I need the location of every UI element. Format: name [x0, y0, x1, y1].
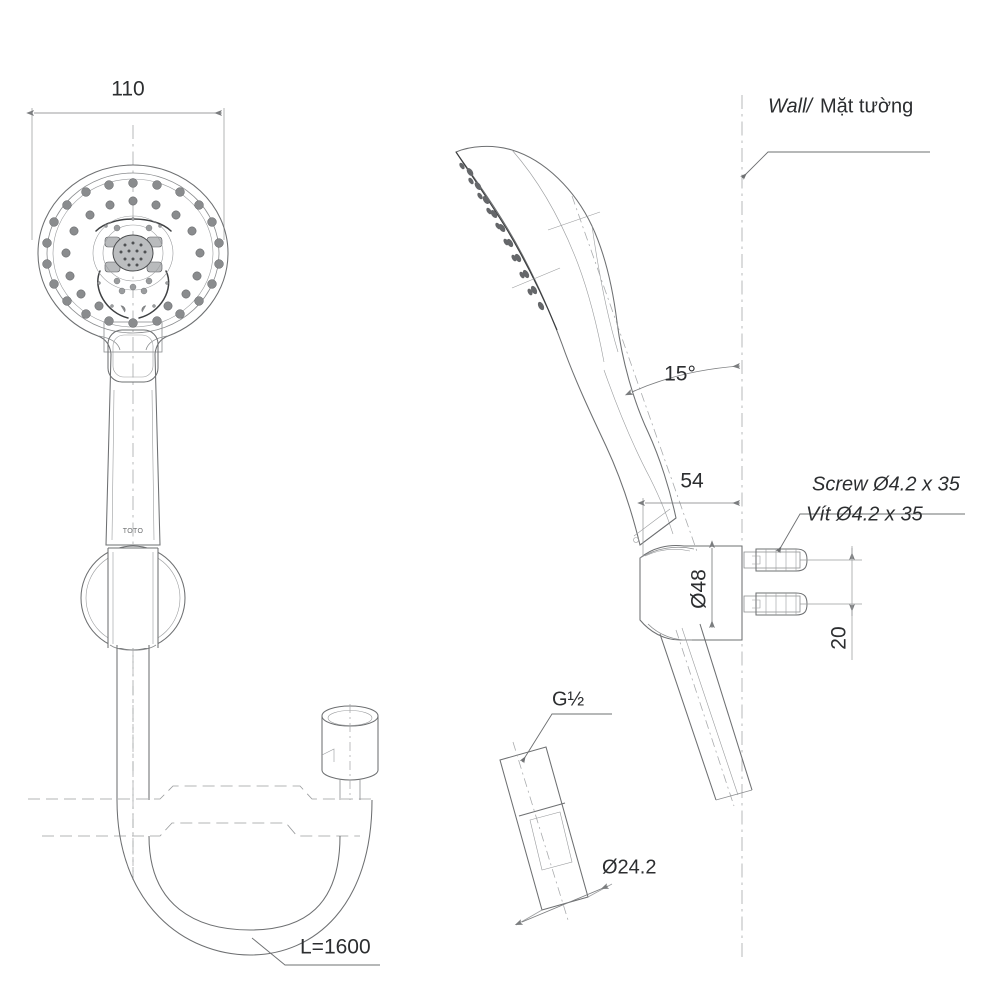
- connector-inner-recess: [529, 811, 573, 871]
- front-view-handset: TOTO: [37, 164, 229, 546]
- front-view-bracket-ring: [80, 545, 186, 651]
- side-handset-outline: [455, 145, 677, 546]
- dimension-label-54: 54: [680, 470, 704, 493]
- dimension-label-d48: Ø48: [688, 569, 711, 609]
- dimension-spacing-20: 20: [828, 546, 855, 660]
- side-hose-left-edge: [659, 633, 717, 801]
- dimension-label-d24-2: Ø24.2: [602, 856, 656, 878]
- hose-loop-inner: [148, 835, 341, 931]
- side-hose-right-edge: [699, 623, 753, 791]
- hose-length-label: L=1600: [300, 936, 371, 959]
- button-recess-frame: [103, 321, 163, 353]
- dimension-label-15deg: 15°: [664, 363, 696, 386]
- dimension-offset-54: 54: [637, 470, 740, 556]
- handset-neck: [98, 335, 168, 351]
- front-view-hose: [116, 645, 150, 880]
- spray-face-edge-top: [455, 151, 507, 229]
- side-view-wall-bracket: [639, 545, 743, 641]
- screw-label-vi: Vít Ø4.2 x 35: [806, 503, 924, 525]
- bracket-cradle-top: [639, 546, 695, 559]
- side-nozzle-texture: [459, 162, 545, 311]
- hose-loop-outer: [116, 799, 373, 956]
- side-head-inner-contour: [511, 149, 605, 363]
- dimension-diameter-48: Ø48: [688, 540, 715, 628]
- side-handle-end: [639, 517, 677, 546]
- mode-button-outer: [107, 329, 159, 383]
- connector-nut-split: [518, 802, 566, 817]
- screw-callout: Screw Ø4.2 x 35 Vít Ø4.2 x 35: [775, 473, 965, 554]
- hose-length-callout: L=1600: [251, 936, 380, 966]
- dimension-label-20: 20: [828, 626, 851, 649]
- brand-logo-text: TOTO: [123, 528, 144, 535]
- connector-detail-view: G½ Ø24.2: [499, 688, 656, 926]
- connector-body: [499, 746, 589, 911]
- spray-face-edge-mid: [505, 227, 558, 331]
- spray-face-rim: [46, 172, 220, 334]
- dimension-width-110: 110: [26, 78, 225, 240]
- handset-outline: [37, 164, 229, 546]
- nozzle-ring-outer: [42, 178, 224, 328]
- thread-label: G½: [552, 688, 585, 710]
- side-handle-end-inner: [633, 508, 671, 537]
- side-hose-cut: [715, 789, 753, 801]
- nozzle-ring-middle: [61, 196, 205, 315]
- screw-anchor-lower: [743, 592, 862, 616]
- side-view-handset: [455, 145, 701, 561]
- bracket-cradle-top-inner: [644, 549, 691, 557]
- center-nozzle-cluster: [112, 234, 154, 272]
- wall-screw-anchors: [743, 548, 862, 616]
- front-view-hose-loop: [116, 799, 373, 956]
- screw-label-en: Screw Ø4.2 x 35: [812, 473, 961, 495]
- wall-callout: Wall/ Mặt tường: [740, 95, 930, 180]
- wall-label-vi: Mặt tường: [820, 95, 913, 117]
- screw-anchor-upper: [743, 548, 862, 572]
- spray-face-nozzles: [42, 178, 224, 328]
- hose-break-lines: [28, 785, 372, 837]
- connector-centerline: [512, 741, 569, 921]
- hose-end-connector: [321, 704, 379, 800]
- side-handle-edge: [603, 369, 674, 535]
- side-hose-edge-hint: [681, 627, 739, 796]
- dimension-angle-15: 15°: [624, 363, 741, 396]
- dimension-label-110: 110: [111, 78, 144, 101]
- bracket-block-outline: [639, 545, 743, 641]
- wall-label-en: Wall/: [768, 95, 815, 117]
- side-view-hose: [659, 623, 753, 807]
- side-head-shoulder: [591, 225, 619, 353]
- bracket-outlet-curve: [647, 623, 693, 641]
- mode-button-inner: [112, 334, 154, 378]
- handle-edge-lines: [111, 389, 155, 541]
- side-hose-centerline: [675, 629, 735, 807]
